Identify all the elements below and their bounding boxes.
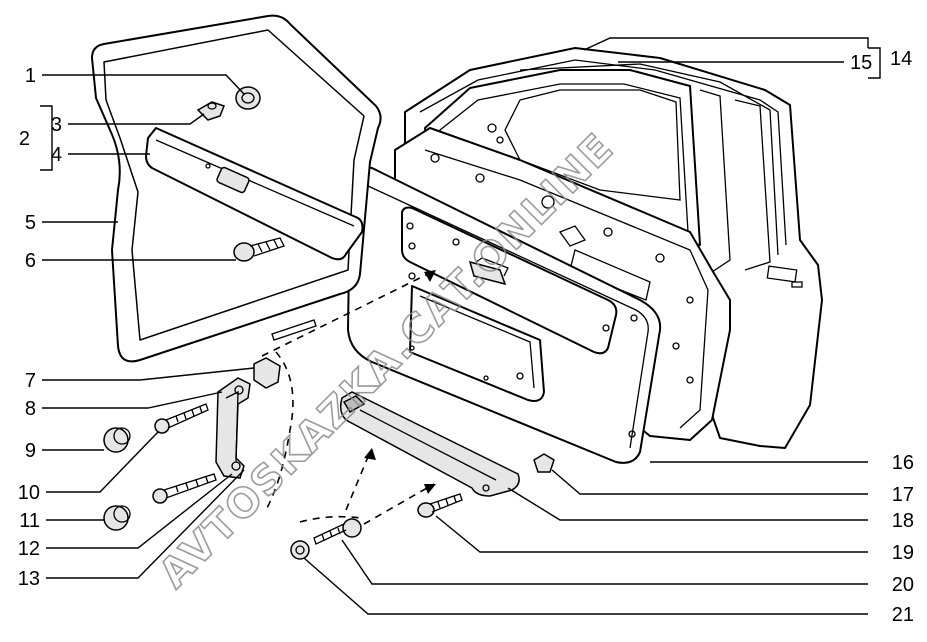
callout-13: 13 xyxy=(18,568,40,590)
screw-with-washer xyxy=(233,237,285,262)
callout-labels: 1 2 3 4 5 6 7 8 9 10 11 12 13 14 15 16 1… xyxy=(18,48,914,626)
callout-19: 19 xyxy=(892,542,914,564)
callout-14: 14 xyxy=(890,48,912,70)
window-seal-strip xyxy=(145,127,364,261)
grab-handle xyxy=(215,377,251,479)
door-trim-panel xyxy=(339,166,662,497)
callout-11: 11 xyxy=(19,510,40,532)
callout-2: 2 xyxy=(19,128,30,150)
callout-20: 20 xyxy=(892,574,914,596)
callout-12: 12 xyxy=(18,538,40,560)
washer xyxy=(290,540,310,560)
callout-6: 6 xyxy=(25,250,36,272)
callout-16: 16 xyxy=(892,452,914,474)
callout-10: 10 xyxy=(18,482,40,504)
handle-screw xyxy=(313,518,362,545)
panel-clip xyxy=(533,453,555,473)
assembly-lines xyxy=(261,269,437,525)
callout-5: 5 xyxy=(25,212,36,234)
callout-1: 1 xyxy=(25,65,36,87)
callout-4: 4 xyxy=(51,144,62,166)
leader-lines xyxy=(40,37,881,615)
guide-pin xyxy=(271,319,317,341)
callout-15: 15 xyxy=(850,52,872,74)
spacer-block xyxy=(253,357,281,389)
screw-long-lower xyxy=(152,473,217,504)
callout-17: 17 xyxy=(892,484,914,506)
screw-cover-cap xyxy=(103,427,131,453)
retainer-clip xyxy=(196,101,225,121)
screw-long xyxy=(154,403,209,434)
callout-18: 18 xyxy=(892,510,914,532)
callout-3: 3 xyxy=(51,114,62,136)
callout-8: 8 xyxy=(25,398,36,420)
callout-21: 21 xyxy=(892,604,914,626)
screw-cover-cap-lower xyxy=(103,505,131,531)
callout-7: 7 xyxy=(25,370,36,392)
callout-9: 9 xyxy=(25,440,36,462)
self-tapping-screw xyxy=(417,493,463,518)
